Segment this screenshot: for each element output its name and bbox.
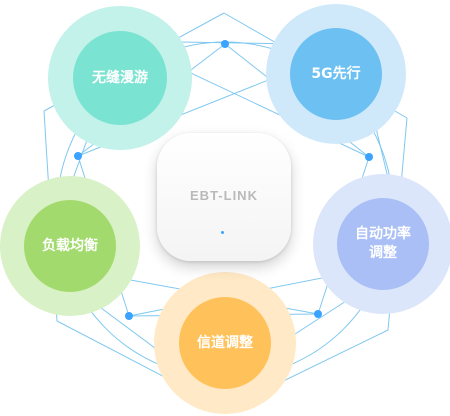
feature-channel-adjust: 信道调整 [154,272,296,414]
node-dot [221,40,229,48]
feature-load-balance-label: 负载均衡 [24,200,116,292]
node-dot [365,153,373,161]
feature-5g-first: 5G先行 [266,4,406,144]
feature-auto-power-label: 自动功率 调整 [337,198,429,290]
device-brand-label: EBT-LINK [190,188,258,203]
node-dot [125,312,133,320]
feature-load-balance: 负载均衡 [0,176,140,316]
feature-auto-power: 自动功率 调整 [313,174,450,314]
node-dot [314,310,322,318]
device-led-icon [221,231,224,234]
feature-5g-first-label: 5G先行 [290,28,382,120]
feature-channel-adjust-label: 信道调整 [179,297,271,389]
feature-seamless-roaming-label: 无缝漫游 [73,31,167,125]
node-dot [74,152,82,160]
access-point-device: EBT-LINK [157,133,291,261]
feature-seamless-roaming: 无缝漫游 [48,6,192,150]
